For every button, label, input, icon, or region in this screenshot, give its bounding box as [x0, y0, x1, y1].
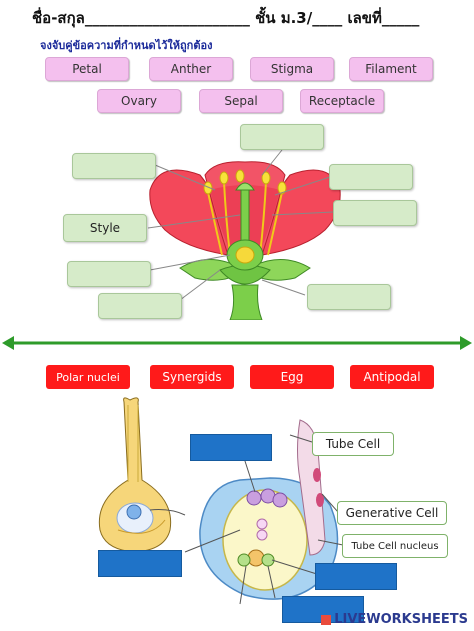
- flower-diagram: [147, 149, 341, 320]
- ovule-answer-box-2[interactable]: [98, 550, 182, 577]
- term-chip-stigma[interactable]: Stigma: [250, 57, 334, 81]
- flower-answer-box-3[interactable]: [329, 164, 413, 190]
- ovule-answer-box-1[interactable]: [190, 434, 272, 461]
- term-chip-filament[interactable]: Filament: [349, 57, 433, 81]
- section-divider-arrow: [2, 336, 472, 350]
- instruction-text: จงจับคู่ข้อความที่กำหนดไว้ให้ถูกต้อง: [40, 39, 213, 52]
- flower-answer-box-7[interactable]: [307, 284, 391, 310]
- student-info-line: ชื่อ-สกุล______________________ ชั้น ม.3…: [32, 9, 420, 27]
- flower-answer-box-1[interactable]: [240, 124, 324, 150]
- liveworksheets-logo: LIVEWORKSHEETS: [321, 612, 468, 627]
- ovule-label-tube-cell-nucleus: Tube Cell nucleus: [342, 534, 448, 558]
- ovule-answer-box-3[interactable]: [315, 563, 397, 590]
- term-chip-receptacle[interactable]: Receptacle: [300, 89, 384, 113]
- flower-label-style: Style: [63, 214, 147, 242]
- term-chip-antipodal[interactable]: Antipodal: [350, 365, 434, 389]
- flower-answer-box-5[interactable]: [67, 261, 151, 287]
- term-chip-petal[interactable]: Petal: [45, 57, 129, 81]
- term-chip-polar-nuclei[interactable]: Polar nuclei: [46, 365, 130, 389]
- ovule-label-generative-cell: Generative Cell: [337, 501, 447, 525]
- flower-answer-box-4[interactable]: [333, 200, 417, 226]
- term-chip-egg[interactable]: Egg: [250, 365, 334, 389]
- term-chip-synergids[interactable]: Synergids: [150, 365, 234, 389]
- flower-answer-box-2[interactable]: [72, 153, 156, 179]
- term-chip-anther[interactable]: Anther: [149, 57, 233, 81]
- flower-answer-box-6[interactable]: [98, 293, 182, 319]
- term-chip-sepal[interactable]: Sepal: [199, 89, 283, 113]
- term-chip-ovary[interactable]: Ovary: [97, 89, 181, 113]
- ovule-label-tube-cell: Tube Cell: [312, 432, 394, 456]
- logo-square-icon: [321, 614, 332, 625]
